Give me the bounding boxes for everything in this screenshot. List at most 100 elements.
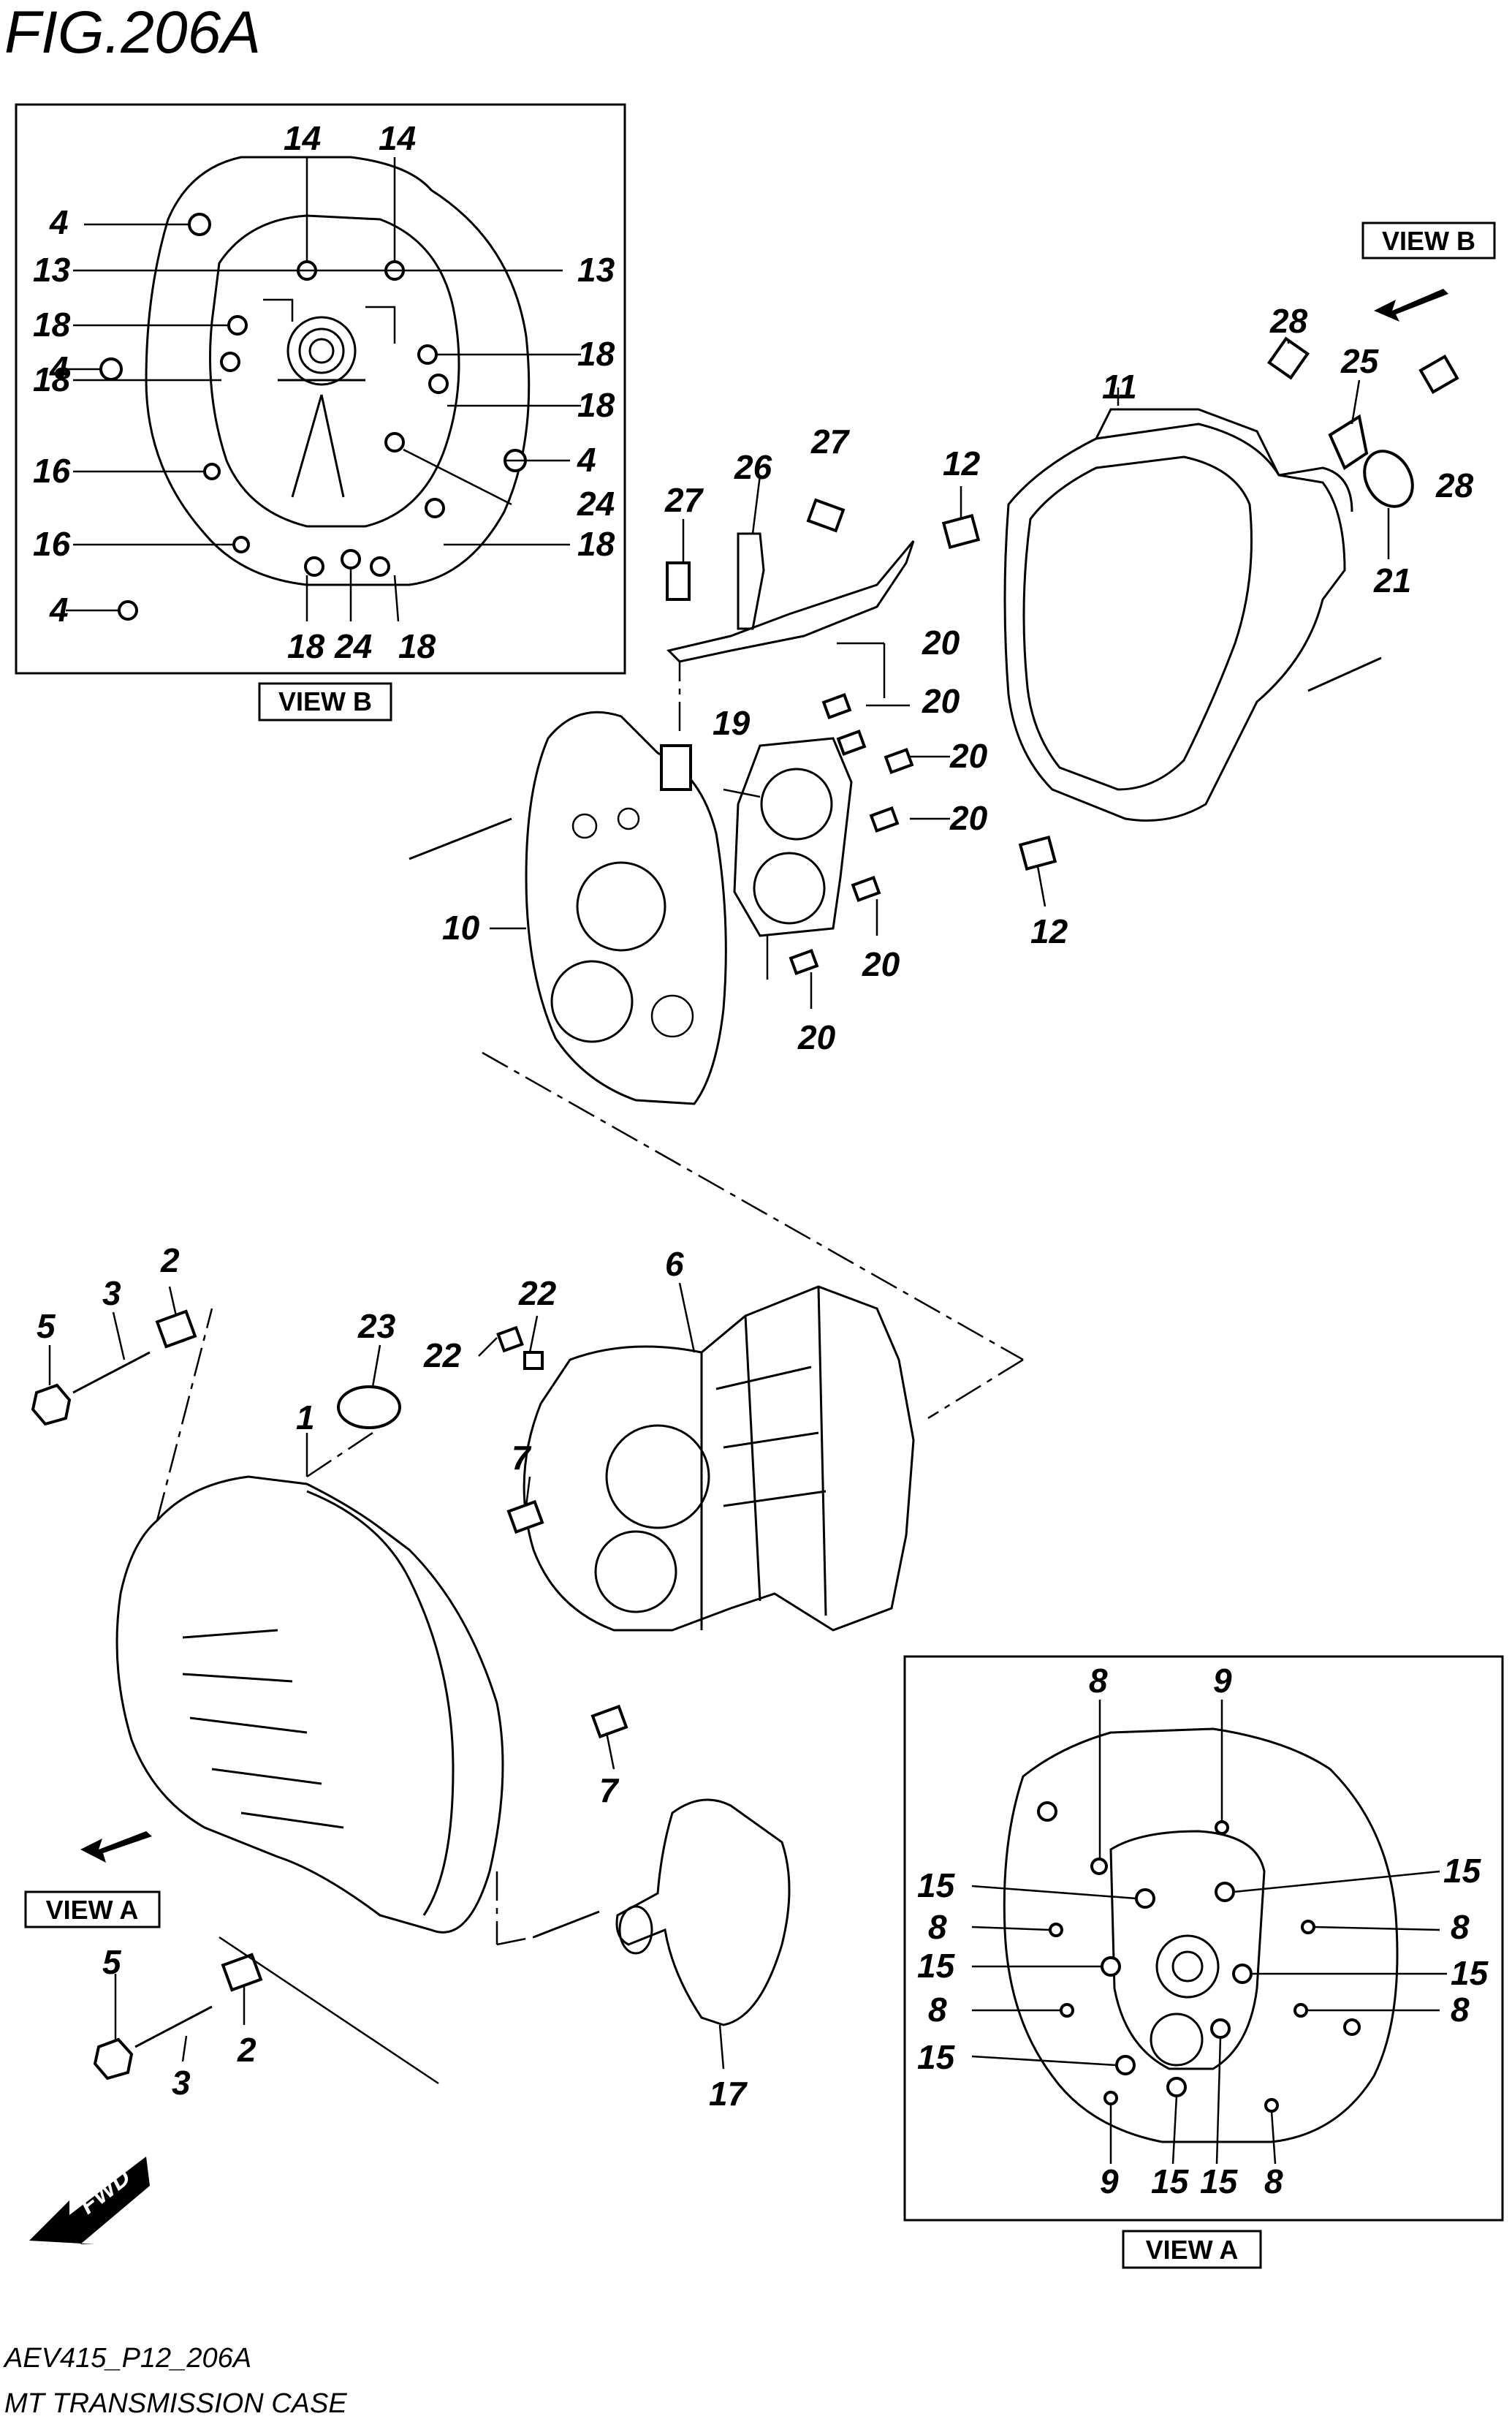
- callout: 16: [33, 452, 71, 490]
- callout: 23: [357, 1307, 396, 1345]
- callout: 24: [334, 627, 372, 665]
- callout: 15: [1200, 2162, 1239, 2200]
- callout: 13: [577, 251, 615, 289]
- dash-stud: [156, 1308, 213, 1521]
- callout: 6: [665, 1245, 684, 1283]
- callout: 15: [917, 2038, 956, 2076]
- callout: 25: [1340, 342, 1380, 380]
- upper-small-parts: [409, 336, 1459, 976]
- callout: 18: [33, 360, 71, 398]
- callout: 3: [172, 2064, 191, 2102]
- clutch-housing-1: [115, 1475, 504, 1934]
- extension-housing-11: [1003, 408, 1353, 822]
- shift-bracket-26: [666, 532, 915, 663]
- callout: 15: [1151, 2162, 1190, 2200]
- callout: 2: [160, 1241, 180, 1279]
- callout: 20: [922, 624, 960, 662]
- dash-bolt-2: [496, 1936, 534, 1946]
- view-b-direction-arrow: [1374, 289, 1448, 322]
- view-b-inset-frame: [15, 103, 626, 675]
- callout: 13: [33, 251, 71, 289]
- callout: 5: [102, 1943, 122, 1981]
- callout: 18: [33, 306, 71, 344]
- callout: 5: [37, 1307, 56, 1345]
- callout: 4: [577, 441, 596, 479]
- callout: 4: [49, 349, 69, 387]
- view-a-label-box: [1122, 2230, 1262, 2269]
- callout: 17: [709, 2075, 748, 2113]
- callout: 8: [1089, 1662, 1108, 1700]
- callout: 11: [1102, 368, 1137, 406]
- dash-plate-case: [482, 1051, 1024, 1361]
- figure-title: FIG.206A: [4, 0, 261, 66]
- callout: 18: [287, 627, 325, 665]
- callout: 28: [1269, 302, 1308, 340]
- callout: 27: [810, 423, 851, 461]
- view-b-case-drawing: [99, 156, 531, 621]
- view-a-inset-frame: [903, 1655, 1504, 2222]
- callout: 12: [943, 444, 981, 482]
- callout: 12: [1030, 912, 1068, 950]
- view-b-label-box: [258, 682, 392, 722]
- callout: 15: [917, 1947, 956, 1985]
- view-a-label: VIEW A: [1146, 2235, 1239, 2265]
- callout: 20: [922, 682, 960, 720]
- lower-leaders: [48, 1282, 725, 2070]
- callout: 28: [1435, 466, 1474, 504]
- callout: 18: [398, 627, 436, 665]
- callout: 15: [1443, 1852, 1482, 1890]
- dash-plug: [306, 1431, 373, 1478]
- figure-code: AEV415_P12_206A: [3, 2343, 251, 2374]
- view-b-marker-label: VIEW B: [1382, 226, 1475, 256]
- callout: 15: [917, 1866, 956, 1904]
- callout: 8: [1451, 1991, 1470, 2029]
- callout: 2: [237, 2031, 257, 2069]
- callout: 1: [296, 1398, 315, 1436]
- view-b-label: VIEW B: [278, 686, 372, 716]
- center-plate-10: [525, 711, 727, 1105]
- front-cover-17: [615, 1798, 791, 2026]
- lower-small-parts: [31, 1309, 628, 2085]
- callout: 20: [949, 799, 988, 837]
- view-a-leaders: [971, 1700, 1447, 2165]
- view-b-leaders: [66, 157, 581, 622]
- callout: 3: [102, 1274, 121, 1312]
- figure-caption: MT TRANSMISSION CASE: [4, 2388, 347, 2419]
- callout: 8: [1264, 2162, 1283, 2200]
- callout: 7: [599, 1771, 620, 1809]
- view-a-case-drawing: [1003, 1727, 1399, 2143]
- callout: 19: [713, 704, 751, 742]
- callout: 14: [379, 119, 416, 157]
- callout: 10: [442, 909, 480, 947]
- callout: 20: [797, 1018, 836, 1056]
- callout-numbers: 14 14 4 13 13 18 18 4 18 18 4 16 24 16 1…: [33, 119, 1489, 2200]
- callout: 20: [949, 737, 988, 775]
- callout: 4: [49, 203, 69, 241]
- callout: 15: [1451, 1954, 1489, 1992]
- callout: 20: [862, 945, 900, 983]
- view-b-marker-box: [1361, 222, 1496, 260]
- dash-case-corner: [927, 1358, 1024, 1420]
- callout: 4: [49, 591, 69, 629]
- view-a-marker-box: [24, 1890, 161, 1928]
- callout: 22: [518, 1274, 557, 1312]
- upper-leaders: [490, 340, 1390, 1009]
- callout: 27: [664, 481, 704, 519]
- view-a-marker-label: VIEW A: [46, 1895, 139, 1925]
- callout: 8: [1451, 1908, 1470, 1946]
- transmission-case-6: [523, 1285, 915, 1632]
- view-a-direction-arrow: [80, 1831, 152, 1863]
- callout: 8: [928, 1908, 947, 1946]
- fwd-arrow: FWD: [29, 2157, 150, 2244]
- callout: 26: [734, 448, 772, 486]
- callout: 22: [423, 1336, 462, 1374]
- callout: 24: [577, 485, 615, 523]
- callout: 16: [33, 525, 71, 563]
- callout: 18: [577, 525, 615, 563]
- gasket-19: [733, 737, 853, 937]
- callout: 8: [928, 1991, 947, 2029]
- callout: 9: [1213, 1662, 1232, 1700]
- callout: 7: [512, 1439, 532, 1477]
- callout: 14: [284, 119, 321, 157]
